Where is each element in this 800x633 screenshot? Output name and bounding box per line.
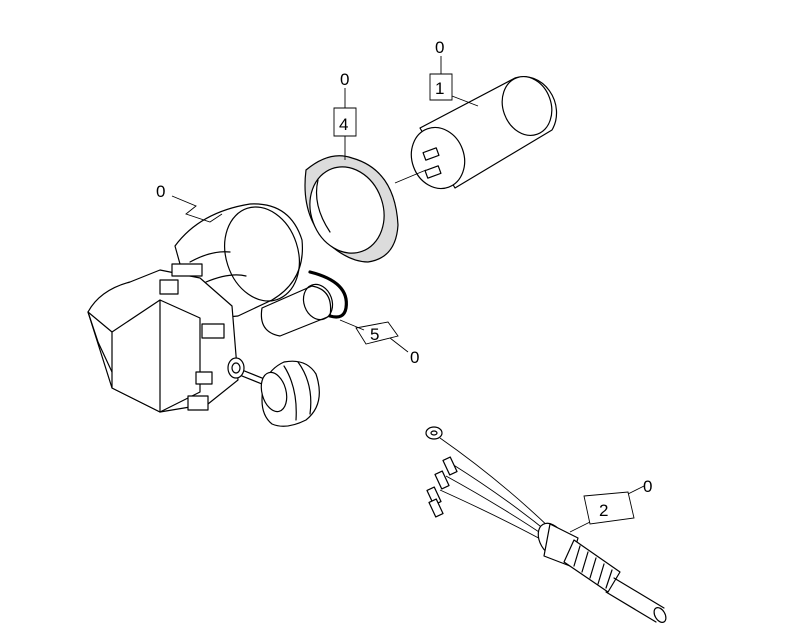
callout-motor: 0 [156, 182, 223, 223]
clamp-ring-part[interactable] [298, 155, 399, 264]
callout-1-suffix: 0 [435, 38, 444, 57]
callout-2: 2 0 [569, 477, 652, 533]
cable-part[interactable] [425, 426, 668, 624]
callout-1: 0 1 [429, 38, 479, 107]
callout-4-number: 4 [339, 115, 348, 134]
motor-assembly[interactable] [87, 197, 348, 413]
callout-4: 0 4 [333, 70, 357, 160]
knob-part[interactable] [257, 360, 320, 427]
capacitor-part[interactable] [394, 70, 560, 196]
callout-5-suffix: 0 [410, 348, 419, 367]
callout-motor-suffix: 0 [156, 182, 165, 201]
wire-part [308, 270, 348, 319]
callout-2-number: 2 [599, 501, 608, 520]
callout-1-number: 1 [435, 79, 444, 98]
callout-5: 5 0 [339, 319, 419, 367]
callout-4-suffix: 0 [340, 70, 349, 89]
callout-2-suffix: 0 [643, 477, 652, 496]
callout-5-number: 5 [370, 325, 379, 344]
